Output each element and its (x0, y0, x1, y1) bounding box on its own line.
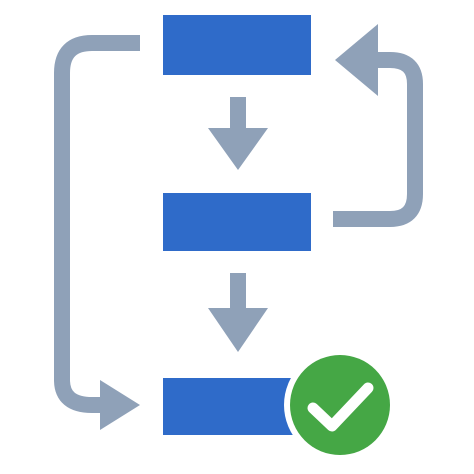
checkmark-icon (307, 382, 374, 432)
right-loop-connector (333, 52, 423, 227)
step-3-box (163, 378, 293, 435)
down-arrow-2-shaft (230, 273, 246, 313)
down-arrow-1-head (208, 128, 268, 170)
down-arrow-2-head (208, 308, 268, 352)
step-1-box (163, 15, 311, 75)
success-badge (284, 349, 396, 461)
down-arrow-1-shaft (230, 97, 246, 133)
left-loop-connector (54, 35, 140, 413)
right-loop-arrowhead (335, 24, 378, 96)
step-2-box (163, 193, 311, 251)
success-badge-fill (290, 355, 390, 455)
left-loop-arrowhead (100, 380, 140, 430)
